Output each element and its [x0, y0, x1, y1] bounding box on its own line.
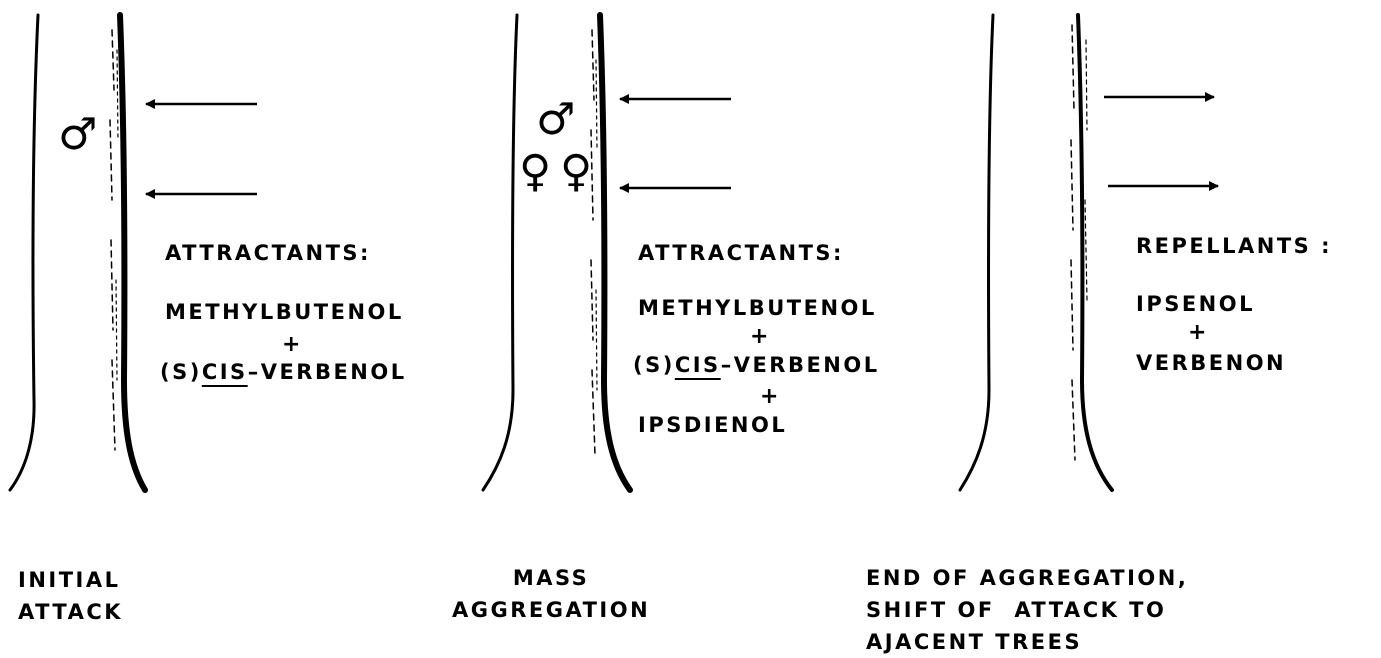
caption-line: AJACENT TREES — [866, 626, 1188, 658]
female-beetle-symbol-2b: ♀ — [560, 150, 592, 194]
arrows-tree-3 — [1104, 97, 1218, 186]
caption-line: MASS — [452, 562, 650, 594]
plus-sign-3a: + — [1188, 322, 1206, 344]
compound-ipsenol: IPSENOL — [1136, 294, 1255, 315]
suffix: –VERBENOL — [248, 360, 407, 384]
plus-sign-2b: + — [760, 386, 778, 408]
signal-heading-2: ATTRACTANTS: — [638, 243, 844, 264]
caption-line: SHIFT OF ATTACK TO — [866, 594, 1188, 626]
female-beetle-symbol-2a: ♀ — [519, 150, 551, 194]
caption-line: AGGREGATION — [452, 594, 650, 626]
tree-trunk-2 — [483, 15, 630, 490]
caption-line: END OF AGGREGATION, — [866, 562, 1188, 594]
caption-end-of-aggregation: END OF AGGREGATION, SHIFT OF ATTACK TO A… — [866, 562, 1188, 658]
cis-underlined: CIS — [675, 353, 721, 377]
caption-line: ATTACK — [18, 596, 123, 628]
signal-heading-1: ATTRACTANTS: — [165, 243, 371, 264]
compound-verbenon: VERBENON — [1136, 353, 1286, 374]
caption-initial-attack: INITIAL ATTACK — [18, 564, 123, 628]
compound-cis-verbenol-1: (S)CIS–VERBENOL — [160, 362, 407, 383]
male-beetle-symbol-1: ♂ — [58, 113, 97, 157]
tree-trunk-1 — [10, 15, 145, 490]
compound-ipsdienol: IPSDIENOL — [638, 415, 787, 436]
arrows-tree-1 — [146, 104, 257, 194]
cis-underlined: CIS — [202, 360, 248, 384]
caption-line: INITIAL — [18, 564, 123, 596]
compound-methylbutenol-1: METHYLBUTENOL — [165, 302, 404, 323]
tree-trunk-3 — [960, 15, 1112, 490]
arrows-tree-2 — [620, 99, 731, 188]
plus-sign-1a: + — [282, 334, 300, 356]
compound-cis-verbenol-2: (S)CIS–VERBENOL — [633, 355, 880, 376]
caption-mass-aggregation: MASS AGGREGATION — [452, 562, 650, 626]
compound-methylbutenol-2: METHYLBUTENOL — [638, 298, 877, 319]
male-beetle-symbol-2: ♂ — [536, 98, 575, 142]
prefix: (S) — [160, 360, 202, 384]
prefix: (S) — [633, 353, 675, 377]
signal-heading-3: REPELLANTS : — [1136, 236, 1332, 257]
suffix: –VERBENOL — [721, 353, 880, 377]
plus-sign-2a: + — [750, 326, 768, 348]
